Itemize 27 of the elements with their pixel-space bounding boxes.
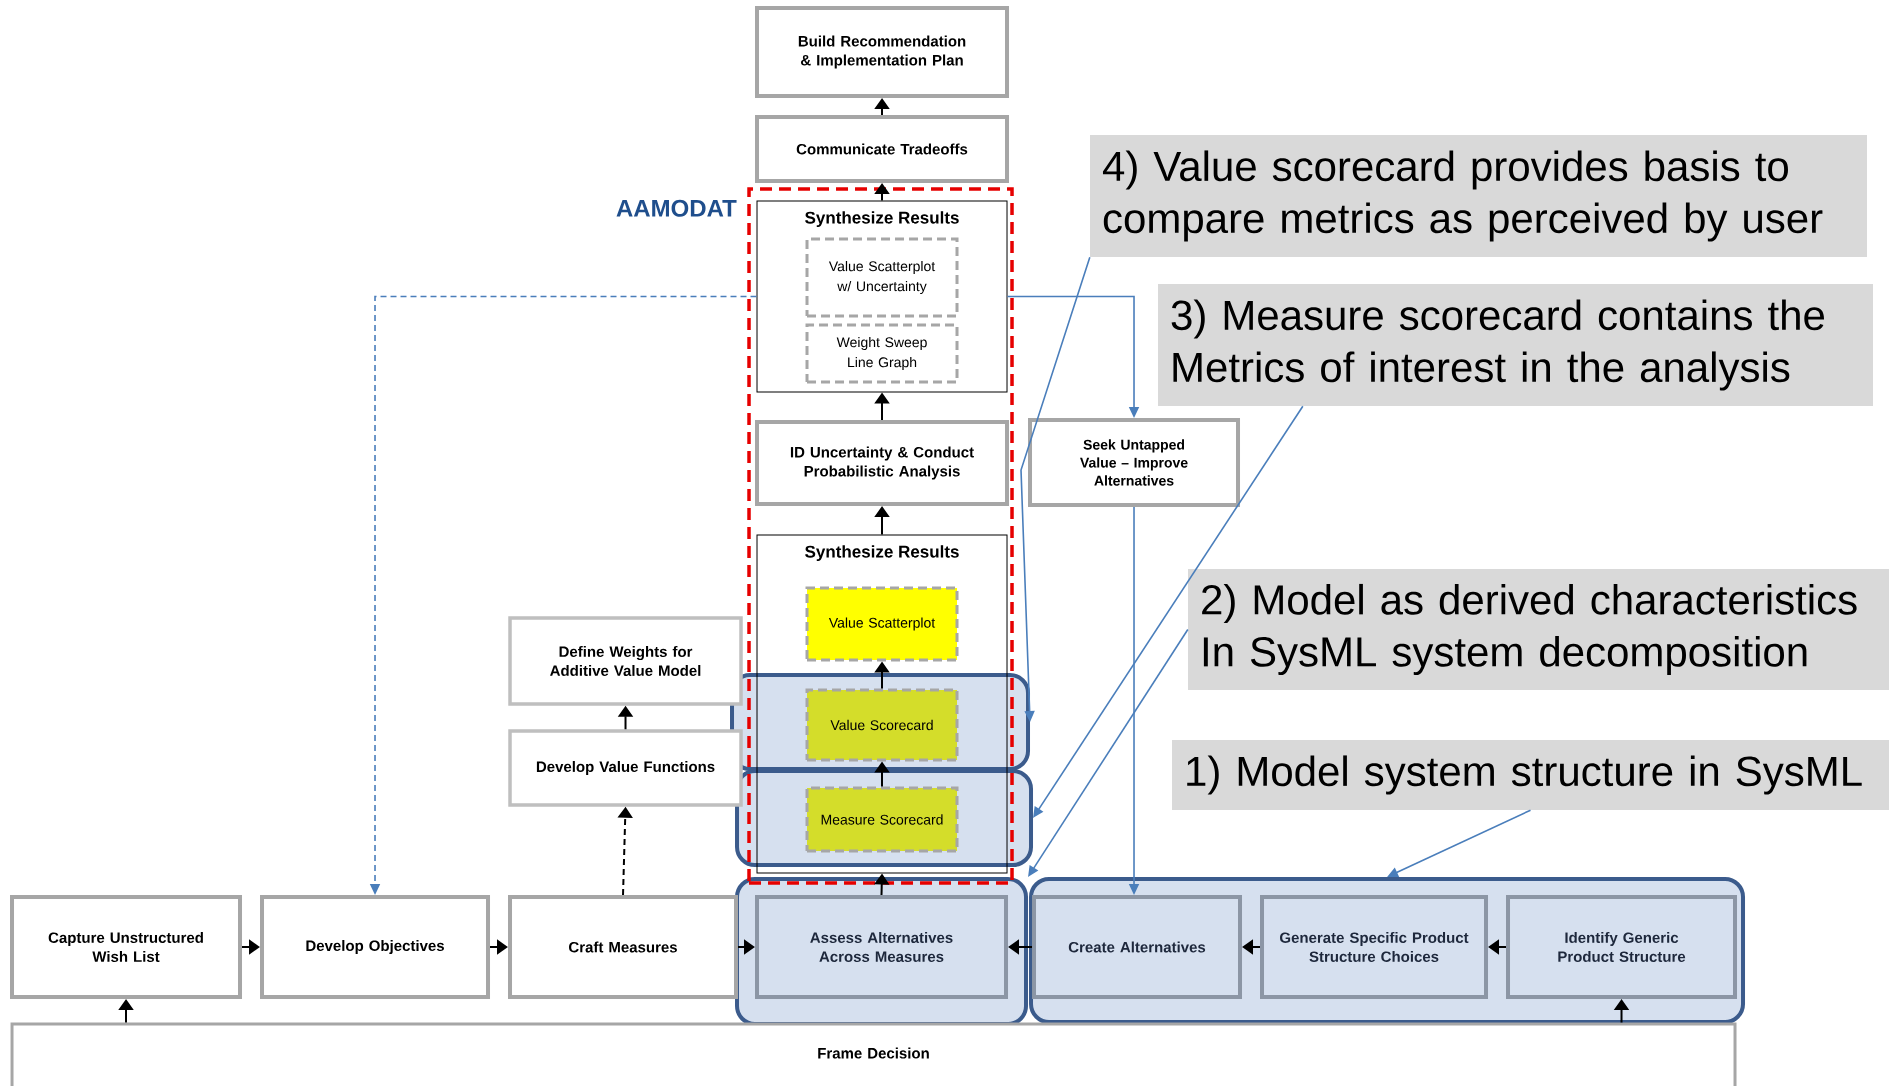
process-box: Seek Untapped Value – Improve Alternatives: [1028, 418, 1240, 507]
process-box: Generate Specific Product Structure Choices: [1260, 895, 1488, 999]
process-box: Craft Measures: [508, 895, 738, 999]
process-box: Frame Decision: [10, 1022, 1737, 1086]
leader-arrow: [1387, 809, 1532, 878]
process-box: Communicate Tradeoffs: [755, 115, 1009, 183]
callout-box: 4) Value scorecard provides basis to compare metrics as perceived by user: [1090, 135, 1867, 257]
process-box: Capture Unstructured Wish List: [10, 895, 242, 999]
process-box: Build Recommendation & Implementation Plan: [755, 6, 1009, 98]
output-box: Value Scatterplot: [805, 586, 959, 662]
process-box: Create Alternatives: [1032, 895, 1242, 999]
output-box: Measure Scorecard: [805, 786, 959, 853]
process-box: Develop Objectives: [260, 895, 490, 999]
leader-arrow: [1033, 405, 1304, 818]
process-box: Define Weights for Additive Value Model: [508, 616, 743, 706]
process-box: ID Uncertainty & Conduct Probabilistic Analysis: [755, 420, 1009, 506]
callout-box: 2) Model as derived characteristics In SysML system decomposition: [1188, 569, 1889, 690]
output-box: Value Scatterplot w/ Uncertainty: [805, 237, 959, 318]
leader-arrow: [1028, 628, 1189, 877]
output-box: Weight Sweep Line Graph: [805, 323, 959, 384]
callout-box: 3) Measure scorecard contains the Metrics of interest in the analysis: [1158, 284, 1873, 406]
node-label: AAMODAT: [616, 199, 737, 217]
process-box: Assess Alternatives Across Measures: [755, 895, 1008, 999]
process-box: Identify Generic Product Structure: [1506, 895, 1737, 999]
process-box: Develop Value Functions: [508, 729, 743, 807]
callout-box: 1) Model system structure in SysML: [1172, 740, 1889, 810]
output-box: Value Scorecard: [805, 688, 959, 762]
